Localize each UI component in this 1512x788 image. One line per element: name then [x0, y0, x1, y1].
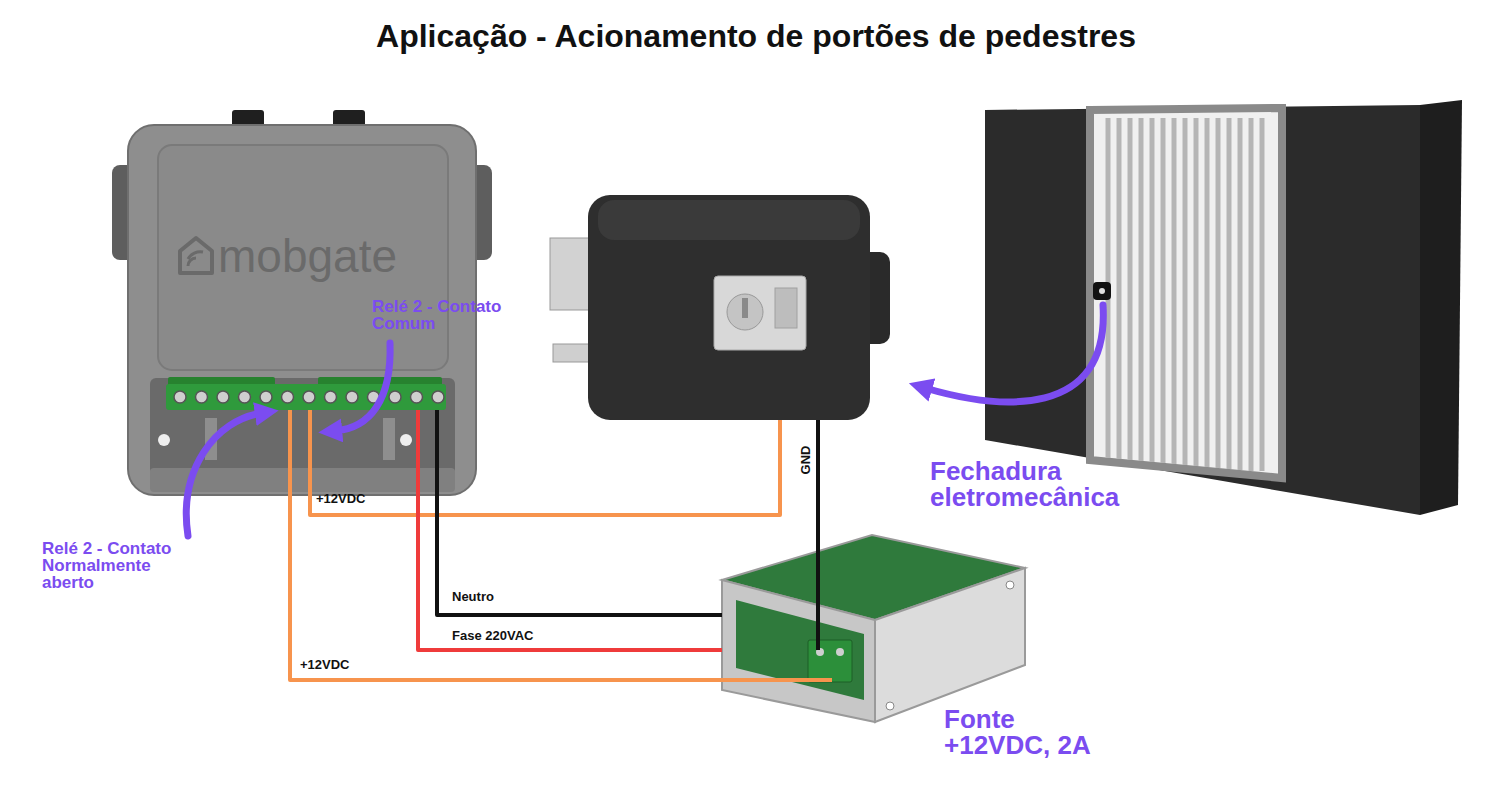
- wire: [310, 410, 780, 515]
- wire-label: Fase 220VAC: [452, 629, 533, 643]
- wire: [418, 410, 722, 650]
- callout-arrow: [925, 305, 1103, 402]
- lock-box: Fechadura eletromecânica: [588, 195, 882, 420]
- power-supply-box: Fonte +12VDC, 2A: [722, 530, 1025, 725]
- diagram-title: Aplicação - Acionamento de portões de pe…: [0, 18, 1512, 55]
- electromechanical-lock: [550, 195, 890, 420]
- wire-label: Neutro: [452, 590, 494, 604]
- callout-arrow: [186, 413, 262, 536]
- callout-arrow: [335, 343, 390, 431]
- power-supply: [722, 530, 1025, 722]
- callout-label: Relé 2 - Contato Normalmente aberto: [42, 540, 187, 591]
- wire: [816, 420, 820, 530]
- wire: [437, 410, 722, 615]
- part-label: Fechadura eletromecânica: [930, 458, 1130, 510]
- wire-label: +12VDC: [300, 658, 350, 672]
- pedestrian-gate: [985, 100, 1462, 515]
- controller-module: mobgate: [118, 112, 485, 410]
- brand-logo: mobgate: [218, 233, 397, 279]
- part-label: Fonte +12VDC, 2A: [944, 706, 1109, 758]
- wire: [290, 410, 722, 680]
- wire-label: GND: [799, 446, 813, 475]
- wire-label: +12VDC: [316, 492, 366, 506]
- callout-label: Relé 2 - Contato Comum: [372, 298, 517, 332]
